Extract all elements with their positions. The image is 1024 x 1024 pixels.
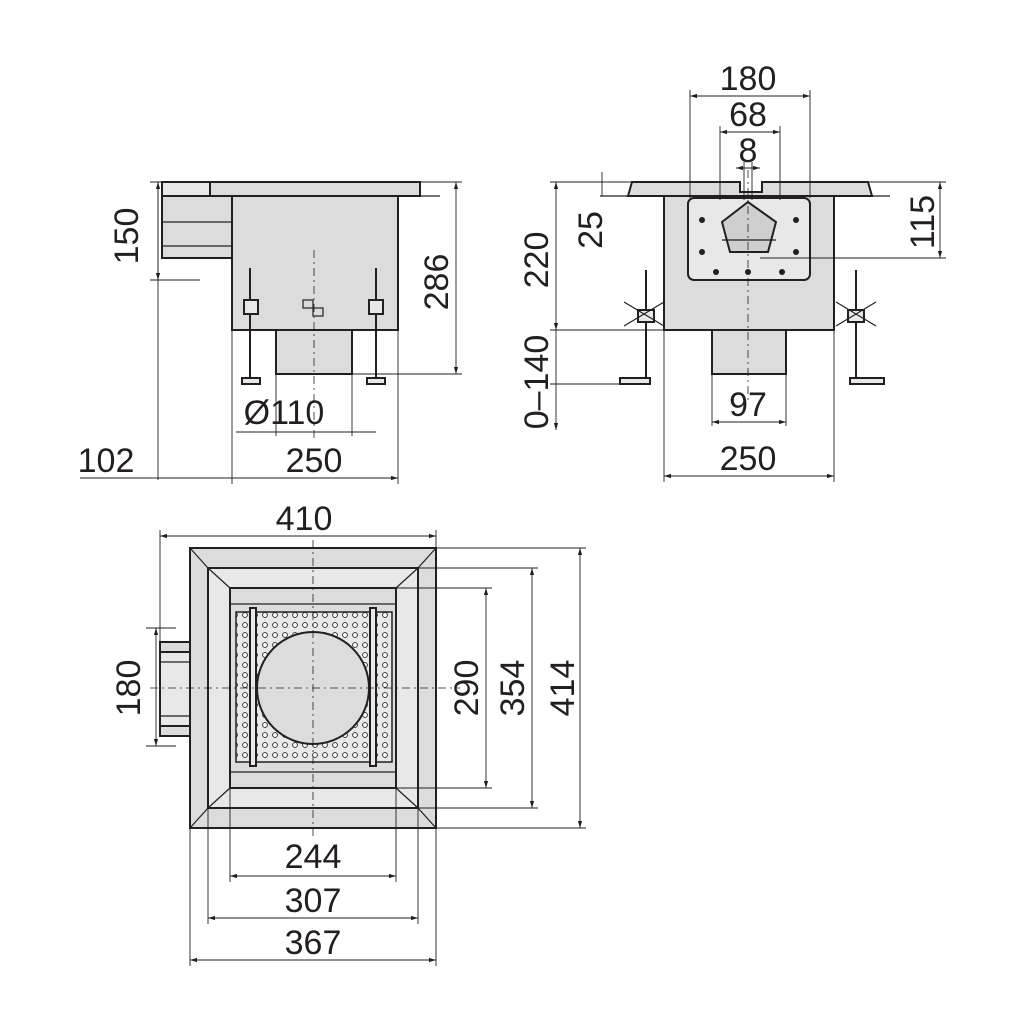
dim-front-25: 25 <box>572 211 610 249</box>
dim-front-adjust-range: 0–140 <box>518 335 556 430</box>
dim-top-410: 410 <box>276 500 333 538</box>
adjust-rod-left <box>241 268 261 385</box>
adjust-foot-left <box>619 270 665 385</box>
dim-side-286: 286 <box>418 254 456 311</box>
dim-front-97: 97 <box>729 386 767 424</box>
top-frame <box>209 181 421 197</box>
front-view: 180 68 8 25 115 220 0–140 97 250 <box>518 60 946 482</box>
front-bottom-outlet <box>711 329 787 375</box>
dim-top-307: 307 <box>285 882 342 920</box>
dim-outlet-diameter: Ø110 <box>244 394 325 432</box>
side-outlet-cap <box>161 181 211 197</box>
dim-side-102: 102 <box>78 442 135 480</box>
grate-rod-left <box>249 607 257 767</box>
dim-top-414: 414 <box>544 660 582 717</box>
dim-side-250: 250 <box>286 442 343 480</box>
adjust-rod-right <box>366 268 386 385</box>
dim-top-180: 180 <box>110 660 148 717</box>
grate-rod-right <box>369 607 377 767</box>
dim-front-115: 115 <box>904 195 942 249</box>
front-top-frame <box>626 181 874 197</box>
dim-top-290: 290 <box>448 660 486 717</box>
dim-front-8: 8 <box>739 132 758 170</box>
adjust-foot-right <box>835 270 885 385</box>
dim-front-220: 220 <box>518 232 556 289</box>
dim-front-250: 250 <box>720 440 777 478</box>
side-view: 150 286 Ø110 102 250 <box>78 181 462 484</box>
top-view: 410 180 290 354 414 244 307 367 <box>110 500 586 966</box>
dim-side-150: 150 <box>108 208 146 265</box>
dim-top-367: 367 <box>285 924 342 962</box>
dim-top-244: 244 <box>285 838 342 876</box>
dim-front-180: 180 <box>720 60 777 98</box>
dim-top-354: 354 <box>494 660 532 717</box>
side-outlet <box>161 195 233 259</box>
dim-front-68: 68 <box>729 96 767 134</box>
